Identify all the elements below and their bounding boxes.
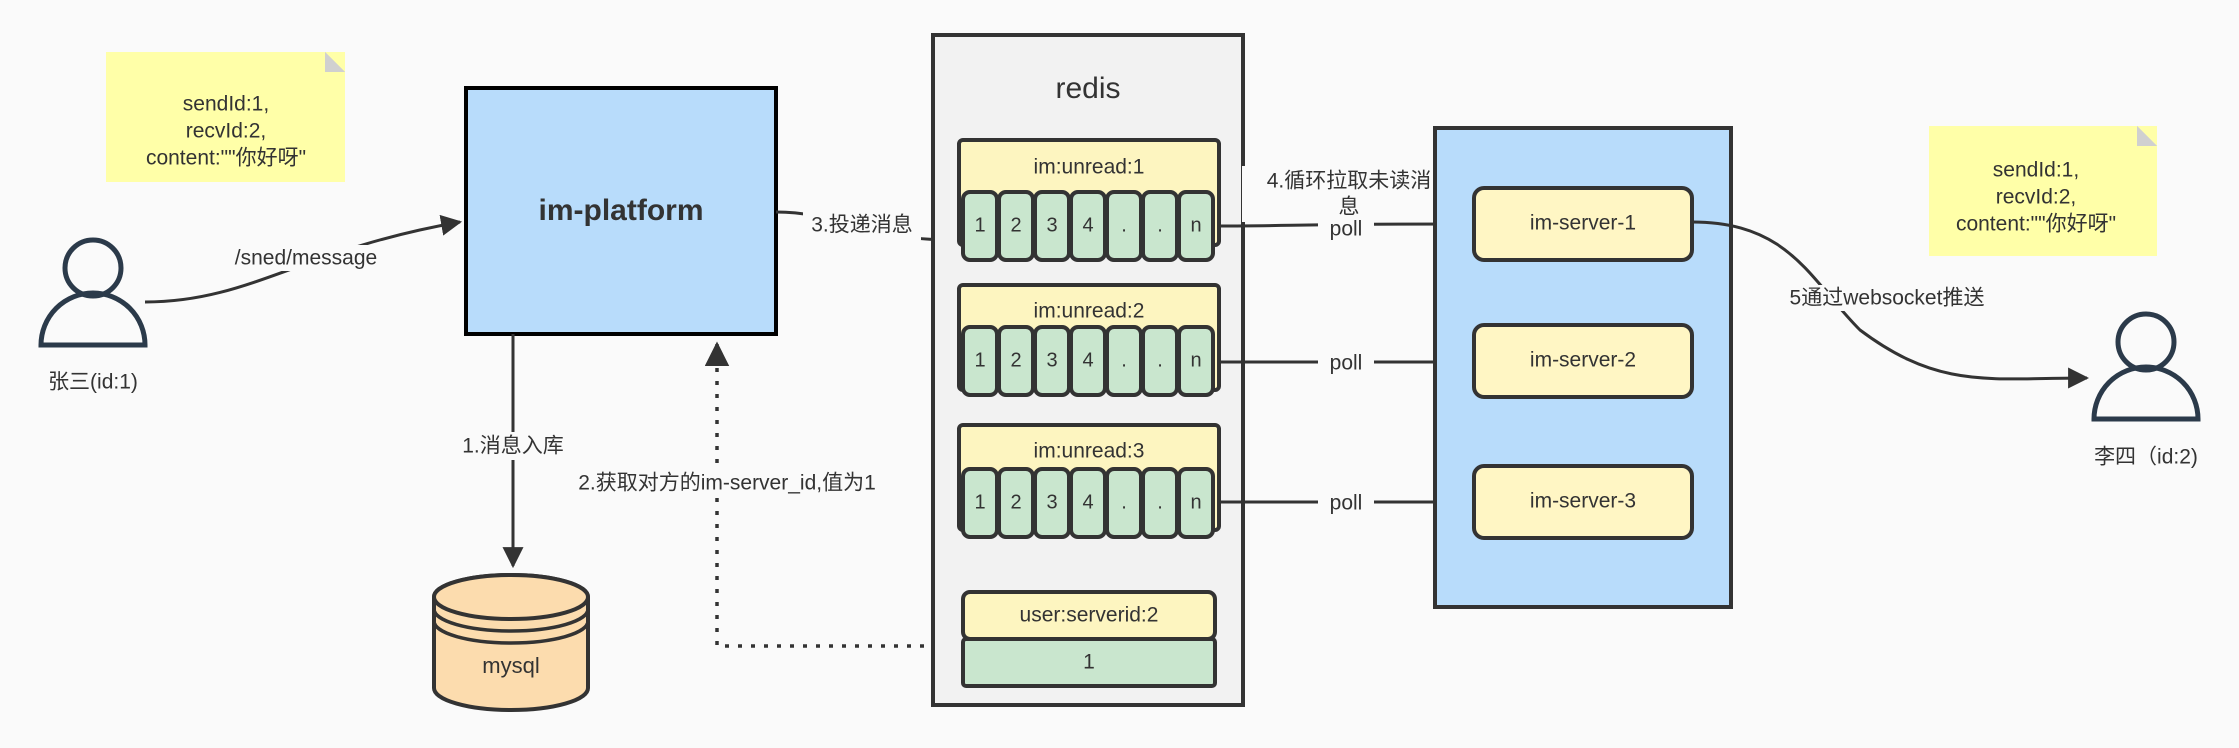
node-mysql-label: mysql (482, 653, 539, 678)
node-im-server-3-label: im-server-3 (1530, 490, 1636, 513)
note-left-line-2: recvId:2, (186, 120, 267, 143)
redis-cell: 2 (1010, 349, 1021, 371)
redis-cell: 1 (974, 491, 985, 513)
redis-cell: . (1121, 491, 1127, 513)
redis-key-user-serverid-value: 1 (1083, 651, 1095, 674)
redis-cell: 4 (1082, 214, 1093, 236)
node-redis-title: redis (1055, 72, 1120, 105)
redis-cell: n (1190, 491, 1201, 513)
edge-label-step4-line1: 4.循环拉取未读消 (1267, 170, 1432, 193)
redis-key-user-serverid[interactable]: user:serverid:2 1 (961, 590, 1217, 688)
redis-cell: 3 (1046, 491, 1057, 513)
node-im-platform-label: im-platform (539, 194, 704, 227)
note-right-line-1: sendId:1, (1993, 159, 2079, 182)
redis-cell: . (1157, 214, 1163, 236)
edge-label-step4-line2: 息 (1339, 196, 1360, 219)
redis-cell: 3 (1046, 349, 1057, 371)
redis-key-unread-3[interactable]: im:unread:3 1 2 3 4 . . n (957, 423, 1221, 539)
actor-sender-label: 张三(id:1) (48, 371, 138, 394)
edge-poll-3: poll (1219, 491, 1468, 517)
redis-key-unread-2[interactable]: im:unread:2 1 2 3 4 . . n (957, 283, 1221, 397)
note-left-line-1: sendId:1, (183, 93, 269, 116)
note-right-line-3: content:""你好呀" (1956, 213, 2116, 236)
redis-cell: . (1157, 349, 1163, 371)
redis-cell: 2 (1010, 491, 1021, 513)
edge-label-step2: 2.获取对方的im-server_id,值为1 (578, 472, 876, 495)
edge-step1: 1.消息入库 (452, 334, 574, 569)
edge-poll-2: poll (1219, 351, 1468, 377)
node-im-platform[interactable]: im-platform (464, 86, 778, 336)
note-right-line-2: recvId:2, (1996, 186, 2077, 209)
actor-sender: 张三(id:1) (38, 237, 148, 394)
edge-label-poll-2: poll (1330, 352, 1363, 375)
edge-poll-1: 4.循环拉取未读消 息 poll (1218, 166, 1468, 242)
note-left-line-3: content:""你好呀" (146, 147, 306, 170)
redis-cell: 1 (974, 214, 985, 236)
note-right: sendId:1, recvId:2, content:""你好呀" (1929, 126, 2157, 256)
edge-label-step3: 3.投递消息 (811, 214, 913, 237)
redis-cell: . (1157, 491, 1163, 513)
redis-cell: . (1121, 214, 1127, 236)
node-im-server-3[interactable]: im-server-3 (1472, 464, 1694, 540)
note-left: sendId:1, recvId:2, content:""你好呀" (106, 52, 345, 182)
redis-cell: 4 (1082, 349, 1093, 371)
edge-label-poll-1: poll (1330, 218, 1363, 241)
node-im-server-1-label: im-server-1 (1530, 212, 1636, 235)
node-im-server-2[interactable]: im-server-2 (1472, 323, 1694, 399)
redis-cell: n (1190, 349, 1201, 371)
edge-step2: 2.获取对方的im-server_id,值为1 (567, 341, 963, 648)
edge-step3: 3.投递消息 (775, 210, 958, 251)
redis-key-user-serverid-name: user:serverid:2 (1020, 604, 1159, 627)
redis-cell: 1 (974, 349, 985, 371)
redis-cell: n (1190, 214, 1201, 236)
redis-cell: 3 (1046, 214, 1057, 236)
node-im-server-2-label: im-server-2 (1530, 349, 1636, 372)
redis-key-unread-3-name: im:unread:3 (1034, 440, 1145, 463)
redis-cell: 4 (1082, 491, 1093, 513)
edge-label-poll-3: poll (1330, 492, 1363, 515)
edge-send-message: /sned/message (144, 214, 463, 304)
redis-cell: 2 (1010, 214, 1021, 236)
node-mysql[interactable]: mysql (432, 573, 590, 712)
redis-cell: . (1121, 349, 1127, 371)
node-im-server-1[interactable]: im-server-1 (1472, 186, 1694, 262)
redis-key-unread-1-name: im:unread:1 (1034, 156, 1145, 179)
actor-receiver-label: 李四（id:2) (2094, 446, 2198, 469)
edge-label-send-message: /sned/message (235, 247, 377, 270)
edge-label-step1: 1.消息入库 (462, 435, 564, 458)
edge-step5: 5通过websocket推送 (1691, 220, 2090, 389)
redis-key-unread-1[interactable]: im:unread:1 1 2 3 4 . . n (957, 138, 1221, 262)
edge-label-step5: 5通过websocket推送 (1790, 287, 1985, 310)
actor-receiver: 李四（id:2) (2091, 311, 2201, 469)
redis-key-unread-2-name: im:unread:2 (1034, 300, 1145, 323)
